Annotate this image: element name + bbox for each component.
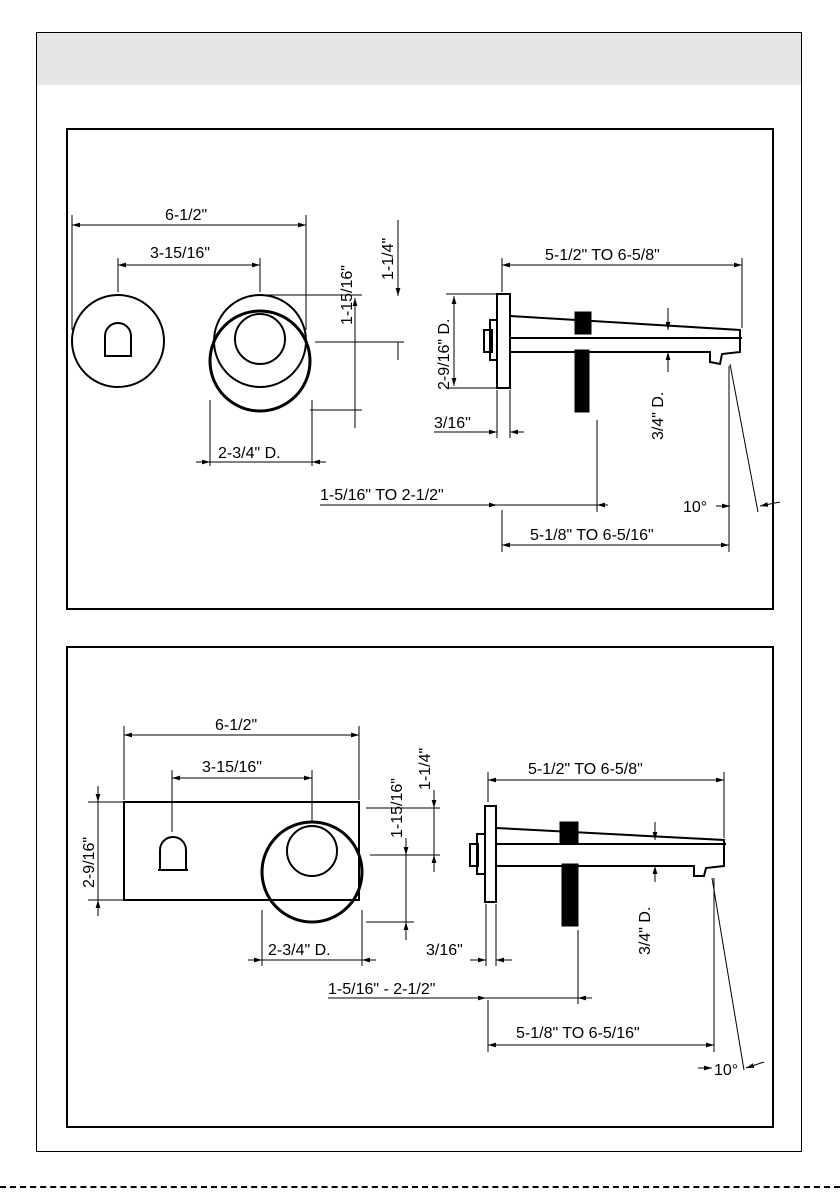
dim-plate-thickness: 3/16" xyxy=(434,415,471,432)
handle-hub xyxy=(235,314,285,364)
handle-knob-outline xyxy=(262,822,362,922)
handle-lever xyxy=(562,864,578,926)
top-front-view: 6-1/2" 3-15/16" 1-15/16" 1-1/4" 2-3/4" D… xyxy=(72,207,404,466)
handle-lever xyxy=(575,350,589,412)
dim-width-overall: 6-1/2" xyxy=(215,717,257,734)
wall-plate xyxy=(485,806,496,902)
bottom-front-view: 6-1/2" 3-15/16" 2-9/16" 1-15/16" 1-1/4" xyxy=(81,717,440,966)
dim-rough-in: 1-5/16" TO 2-1/2" xyxy=(320,487,444,504)
handle-knob-outline xyxy=(210,311,310,411)
dim-spout-height: 3/4" D. xyxy=(650,392,667,440)
dim-spout-reach-lower: 5-1/8" TO 6-5/16" xyxy=(516,1025,640,1042)
dim-spout-reach: 5-1/2" TO 6-5/8" xyxy=(528,761,643,778)
spout-body xyxy=(510,316,740,364)
handle-hub xyxy=(287,826,337,876)
wall-plate xyxy=(497,294,510,388)
dim-center-spacing: 3-15/16" xyxy=(150,245,210,262)
dim-spout-height: 3/4" D. xyxy=(637,907,654,955)
spout-plate-outline xyxy=(72,295,164,387)
dim-spout-reach-lower: 5-1/8" TO 6-5/16" xyxy=(530,527,654,544)
handle-plate-outline xyxy=(214,295,306,387)
handle-top xyxy=(560,822,578,844)
dim-plate-thickness: 3/16" xyxy=(426,942,463,959)
dim-plate-height: 2-9/16" xyxy=(81,837,98,888)
spout-body xyxy=(496,828,724,876)
dim-handle-offset: 1-15/16" xyxy=(339,265,356,325)
dim-plate-diameter: 2-9/16" D. xyxy=(436,319,453,391)
spout-opening-icon xyxy=(160,837,186,870)
dim-rough-in: 1-5/16" - 2-1/2" xyxy=(328,981,435,998)
top-side-view: 5-1/2" TO 6-5/8" 2-9/16" D. 3/16" 3/4" D… xyxy=(320,247,780,552)
dim-spout-reach: 5-1/2" TO 6-5/8" xyxy=(545,247,660,264)
dim-angle: 10° xyxy=(683,499,707,516)
dim-spout-offset: 1-1/4" xyxy=(380,238,397,280)
dim-width-overall: 6-1/2" xyxy=(165,207,207,224)
dim-angle: 10° xyxy=(714,1062,738,1079)
dim-center-spacing: 3-15/16" xyxy=(202,759,262,776)
dim-spout-offset: 1-1/4" xyxy=(417,748,434,790)
dim-handle-diameter: 2-3/4" D. xyxy=(268,942,331,959)
spout-opening-icon xyxy=(105,323,131,356)
handle-top xyxy=(575,312,591,334)
dim-handle-diameter: 2-3/4" D. xyxy=(218,445,281,462)
